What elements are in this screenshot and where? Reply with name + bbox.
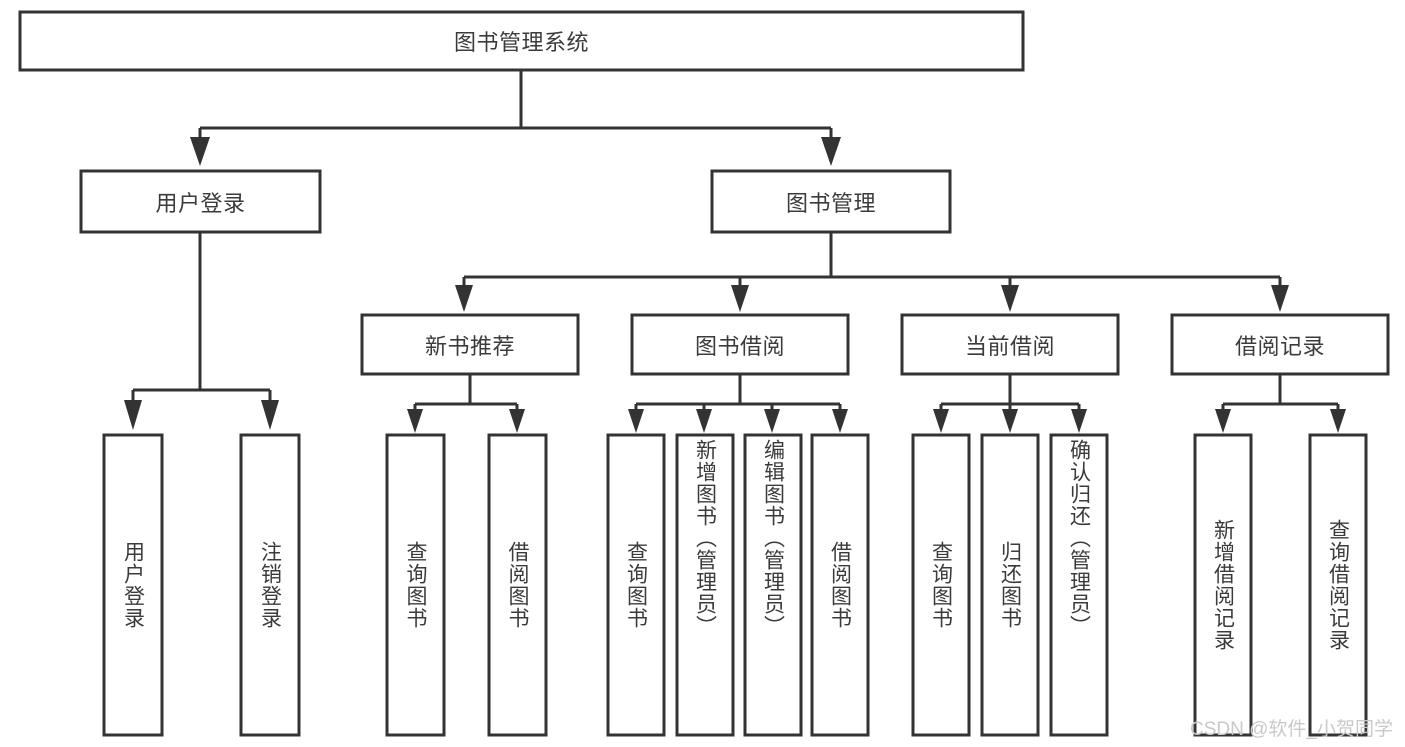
arrow-head-bb-leaf3: [764, 409, 780, 433]
arrow-head-leaf-user-login: [124, 400, 142, 430]
leaf-box-cb-query-book[interactable]: [911, 433, 971, 737]
node-box-book-borrow[interactable]: [630, 313, 850, 376]
connector-group-new-book: [407, 374, 525, 433]
node-box-user-login[interactable]: [79, 169, 322, 234]
node-box-root[interactable]: [18, 10, 1025, 72]
leaf-box-br-add-record[interactable]: [1193, 433, 1253, 737]
arrow-head-current-borrow: [1001, 285, 1019, 312]
arrow-head-new-book: [455, 285, 473, 312]
connector-group-root: [190, 70, 841, 166]
arrow-head-user-login: [190, 137, 210, 166]
connector-group-book-borrow: [628, 374, 848, 433]
arrow-head-nb-leaf1: [407, 409, 423, 433]
leaf-box-nb-borrow-book[interactable]: [487, 433, 548, 737]
arrow-head-br-leaf1: [1215, 409, 1231, 433]
leaf-box-br-query-record[interactable]: [1308, 433, 1368, 737]
connector-group-borrow-record: [1215, 374, 1346, 433]
arrow-head-book-mgmt: [821, 137, 841, 166]
arrow-head-br-leaf2: [1330, 409, 1346, 433]
node-box-current-borrow[interactable]: [900, 313, 1120, 376]
connector-group-book-mgmt: [455, 232, 1289, 312]
connector-group-user-login: [124, 232, 279, 430]
leaf-box-user-login-login[interactable]: [102, 433, 164, 737]
leaf-box-cb-confirm-return[interactable]: [1049, 433, 1109, 737]
arrow-head-borrow-record: [1271, 285, 1289, 312]
arrow-head-bb-leaf1: [628, 409, 644, 433]
arrow-head-leaf-logout: [261, 400, 279, 430]
leaf-box-bb-add-book[interactable]: [675, 433, 735, 737]
leaf-box-bb-query-book[interactable]: [606, 433, 666, 737]
leaf-box-user-login-logout[interactable]: [239, 433, 301, 737]
arrow-head-cb-leaf2: [1002, 409, 1018, 433]
node-box-book-management[interactable]: [710, 169, 952, 234]
arrow-head-cb-leaf1: [933, 409, 949, 433]
arrow-head-cb-leaf3: [1071, 409, 1087, 433]
leaf-box-cb-return-book[interactable]: [980, 433, 1040, 737]
arrow-head-bb-leaf4: [832, 409, 848, 433]
arrow-head-nb-leaf2: [509, 409, 525, 433]
connector-group-current-borrow: [933, 374, 1087, 433]
arrow-head-book-borrow: [731, 285, 749, 312]
leaf-box-bb-edit-book[interactable]: [743, 433, 803, 737]
node-box-borrow-record[interactable]: [1170, 313, 1390, 376]
node-box-new-book-recommend[interactable]: [360, 313, 580, 376]
leaf-box-bb-borrow-book[interactable]: [810, 433, 870, 737]
leaf-box-nb-query-book[interactable]: [385, 433, 446, 737]
arrow-head-bb-leaf2: [696, 409, 712, 433]
